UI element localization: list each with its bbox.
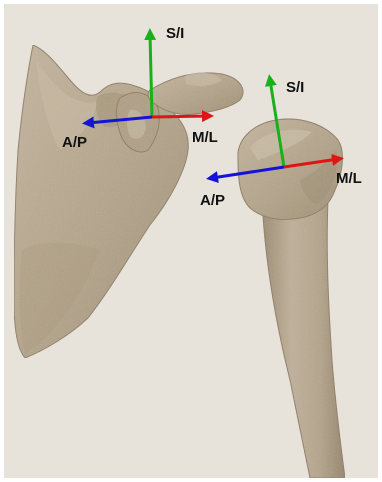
- scapula-anterior-posterior-label: A/P: [62, 134, 87, 151]
- humerus-superior-inferior-label: S/I: [286, 79, 304, 96]
- scapula-medial-lateral-axis: [152, 116, 208, 117]
- humerus-anterior-posterior-label: A/P: [200, 192, 225, 209]
- scapula-medial-lateral-label: M/L: [192, 129, 218, 146]
- scapula-superior-inferior-axis: [150, 34, 152, 117]
- scapula-superior-inferior-label: S/I: [166, 25, 184, 42]
- humerus-medial-lateral-label: M/L: [336, 170, 362, 187]
